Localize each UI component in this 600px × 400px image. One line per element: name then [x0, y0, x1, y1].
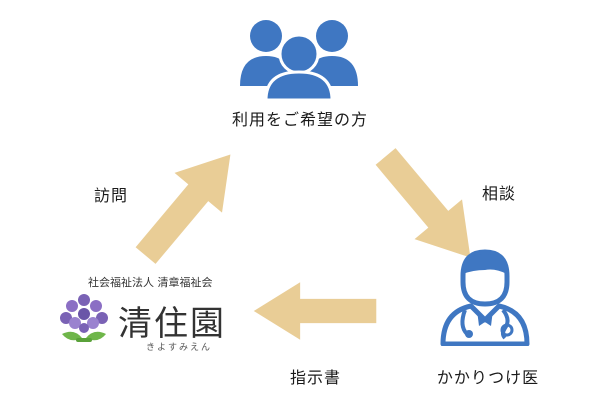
consult-arrow	[356, 131, 500, 283]
consult-label: 相談	[482, 184, 517, 203]
doctor-label: かかりつけ医	[436, 368, 540, 387]
users-group-icon	[238, 12, 360, 102]
users-label: 利用をご希望の方	[231, 110, 368, 129]
hydrangea-logo-icon	[56, 290, 112, 346]
doctor-icon	[437, 246, 533, 347]
facility-name: 清住園	[118, 304, 226, 344]
instruction-arrow	[250, 276, 380, 346]
facility-org-type: 社会福祉法人 清章福祉会	[88, 276, 213, 289]
visit-label: 訪問	[94, 186, 129, 205]
visit-arrow	[116, 129, 260, 281]
facility-reading: きよすみえん	[146, 343, 213, 353]
instruction-label: 指示書	[290, 368, 342, 387]
